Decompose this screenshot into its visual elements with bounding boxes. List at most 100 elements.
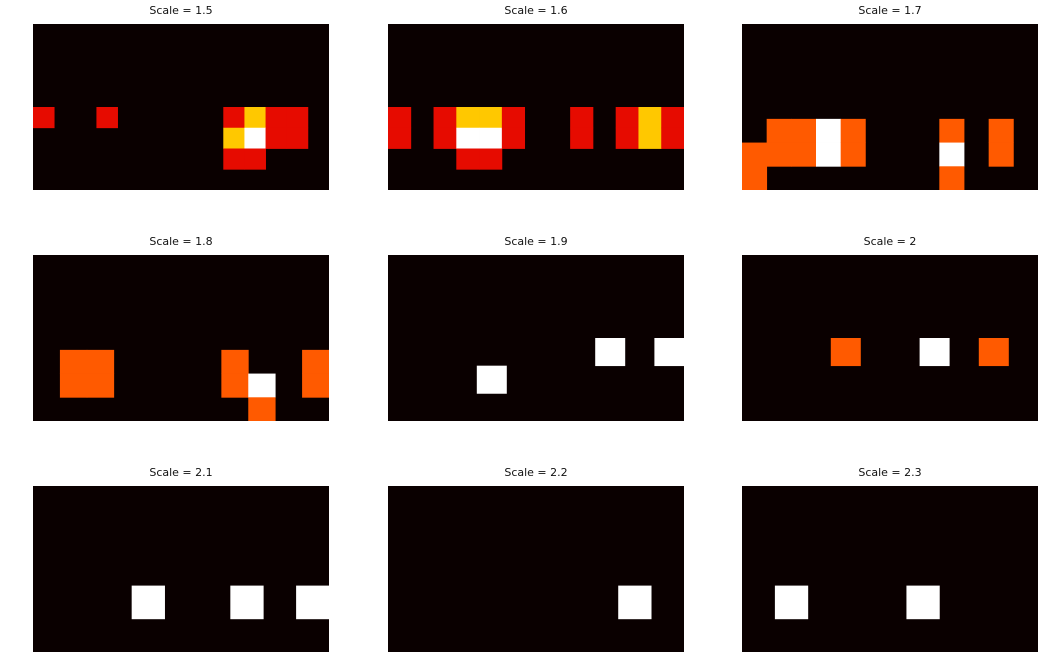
panel-title: Scale = 2 (863, 235, 917, 248)
heatmap-cell (244, 148, 266, 170)
panel-scale-2-1: Scale = 2.1 (33, 466, 329, 652)
panel-title: Scale = 2.3 (858, 466, 922, 479)
heatmap-cell (476, 365, 507, 394)
heatmap-cell (388, 107, 412, 129)
heatmap-cell (654, 338, 684, 367)
heatmap-cell (501, 127, 526, 149)
heatmap-cell (615, 107, 639, 129)
heatmap-cell (244, 107, 266, 129)
panel-scale-2: Scale = 2 (742, 235, 1038, 421)
heatmap (742, 486, 1038, 652)
heatmap-cell (388, 127, 412, 149)
heatmap-cell (479, 127, 503, 149)
heatmap-cell (302, 349, 329, 374)
heatmap-background (388, 255, 684, 421)
heatmap (33, 486, 329, 652)
heatmap-cell (59, 349, 88, 374)
heatmap-cell (244, 127, 266, 149)
panel-title: Scale = 1.5 (149, 4, 213, 17)
heatmap-cell (479, 148, 503, 170)
heatmap-cell (433, 107, 457, 129)
heatmap-cell (230, 585, 264, 620)
heatmap-background (742, 486, 1038, 652)
heatmap-cell (638, 107, 662, 129)
heatmap-cell (248, 397, 276, 421)
heatmap-cell (456, 107, 480, 129)
heatmap-cell (939, 142, 965, 167)
heatmap-cell (988, 118, 1014, 143)
heatmap-cell (223, 127, 245, 149)
heatmap-cell (939, 118, 965, 143)
heatmap-cell (96, 107, 118, 129)
panel-title: Scale = 2.2 (504, 466, 568, 479)
heatmap-cell (791, 118, 817, 143)
heatmap-cell (766, 142, 792, 167)
heatmap-cell (223, 107, 245, 129)
panel-scale-1-5: Scale = 1.5 (33, 4, 329, 190)
panel-scale-2-2: Scale = 2.2 (388, 466, 684, 652)
heatmap-cell (456, 127, 480, 149)
heatmap-cell (816, 142, 842, 167)
panel-title: Scale = 1.6 (504, 4, 568, 17)
heatmap-cell (302, 373, 329, 398)
heatmap-cell (638, 127, 662, 149)
panel-title: Scale = 1.9 (504, 235, 568, 248)
heatmap (33, 24, 329, 190)
heatmap-cell (816, 118, 842, 143)
heatmap-cell (86, 349, 115, 374)
heatmap-cell (595, 338, 626, 367)
heatmap-cell (286, 107, 309, 129)
heatmap-cell (988, 142, 1014, 167)
heatmap-cell (791, 142, 817, 167)
heatmap-cell (501, 107, 526, 129)
panel-title: Scale = 1.7 (858, 4, 922, 17)
heatmap (388, 486, 684, 652)
heatmap-cell (248, 373, 276, 398)
heatmap-cell (766, 118, 792, 143)
heatmap-cell (615, 127, 639, 149)
heatmap-cell (265, 107, 288, 129)
panel-scale-1-8: Scale = 1.8 (33, 235, 329, 421)
heatmap-cell (919, 338, 950, 367)
heatmap (33, 255, 329, 421)
heatmap-cell (433, 127, 457, 149)
heatmap-cell (570, 127, 594, 149)
heatmap-cell (978, 338, 1009, 367)
heatmap-cell (840, 142, 866, 167)
heatmap-cell (33, 107, 55, 129)
panel-title: Scale = 2.1 (149, 466, 213, 479)
heatmap-cell (774, 585, 809, 620)
heatmap-cell (456, 148, 480, 170)
heatmap-cell (286, 127, 309, 149)
panel-scale-2-3: Scale = 2.3 (742, 466, 1038, 652)
panel-title: Scale = 1.8 (149, 235, 213, 248)
heatmap-cell (223, 148, 245, 170)
heatmap-cell (939, 166, 965, 190)
panel-scale-1-7: Scale = 1.7 (742, 4, 1038, 190)
heatmap (388, 255, 684, 421)
heatmap-background (33, 486, 329, 652)
heatmap (742, 255, 1038, 421)
heatmap-cell (86, 373, 115, 398)
heatmap-cell (59, 373, 88, 398)
heatmap-cell (618, 585, 652, 620)
heatmap-cell (479, 107, 503, 129)
heatmap-cell (661, 127, 684, 149)
heatmap-cell (840, 118, 866, 143)
panel-scale-1-9: Scale = 1.9 (388, 235, 684, 421)
panel-scale-1-6: Scale = 1.6 (388, 4, 684, 190)
heatmap-cell (661, 107, 684, 129)
heatmap (388, 24, 684, 190)
heatmap-cell (221, 349, 249, 374)
heatmap-cell (221, 373, 249, 398)
heatmap-background (388, 486, 684, 652)
heatmap-cell (742, 142, 768, 167)
heatmap-cell (296, 585, 329, 620)
heatmap-cell (906, 585, 940, 620)
heatmap-cell (830, 338, 861, 367)
heatmap-cell (742, 166, 768, 190)
heatmap-cell (131, 585, 165, 620)
heatmap-cell (570, 107, 594, 129)
heatmap (742, 24, 1038, 190)
